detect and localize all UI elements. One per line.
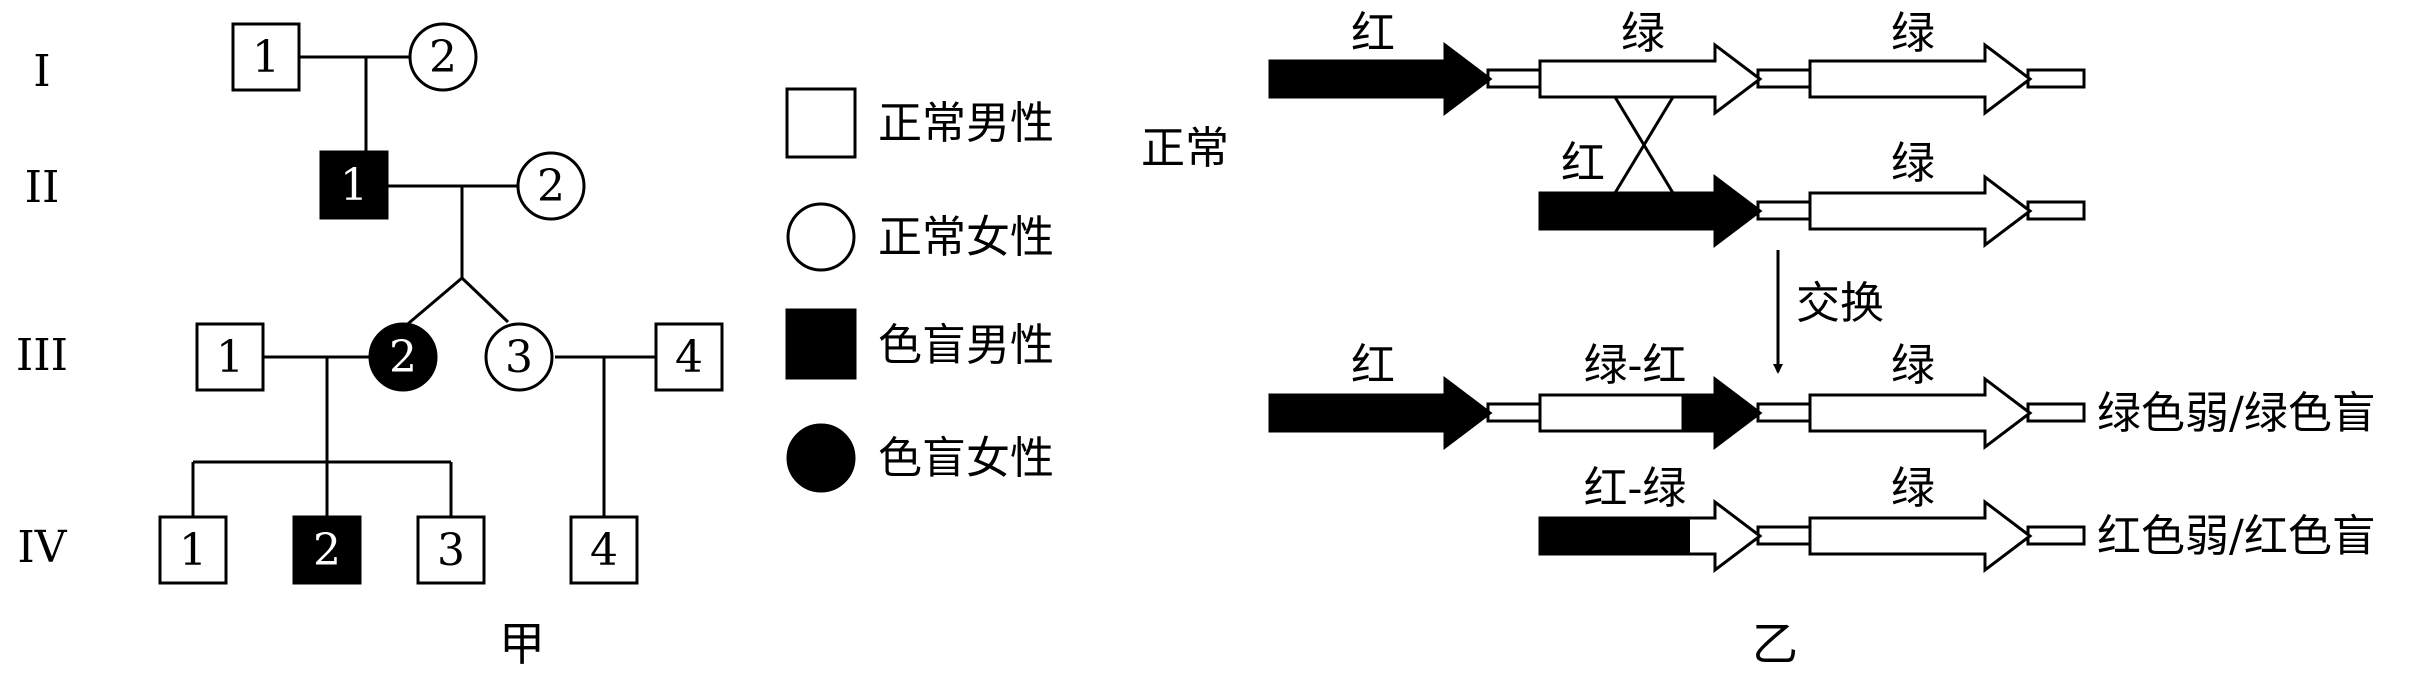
individual-iii-2: 2 [368, 322, 438, 392]
crossover-line [1613, 96, 1675, 194]
legend-item-colorblind-male: 色盲男性 [785, 308, 1054, 380]
gene-label-green: 绿 [1891, 138, 1935, 189]
chromosome-row-1: 红 绿 绿 [1268, 8, 2086, 117]
chromosome-row-2: 红 绿 [1538, 138, 2086, 249]
individual-label: 1 [252, 32, 280, 83]
generation-label-i: I [33, 46, 50, 97]
gene-label-red: 红 [1561, 138, 1605, 189]
individual-iv-3: 3 [416, 515, 486, 585]
individual-i-1: 1 [231, 22, 301, 92]
chromosome-row-4: 红-绿 绿 红色弱/红色盲 [1538, 463, 2376, 574]
green-gene-arrow [1808, 41, 2033, 117]
legend-item-colorblind-female: 色盲女性 [786, 423, 1054, 493]
gene-label-hybrid: 绿-红 [1584, 340, 1687, 391]
pedigree-lines [191, 55, 656, 517]
individual-iii-3: 3 [484, 322, 554, 392]
individual-iv-1: 1 [158, 515, 228, 585]
legend-label: 正常女性 [878, 212, 1054, 263]
hybrid-red-segment [1683, 379, 1760, 447]
red-gene-arrow [1268, 41, 1493, 117]
individual-iv-2: 2 [292, 515, 362, 585]
legend: 正常男性 正常女性 色盲男性 色盲女性 [785, 87, 1054, 493]
green-gene-arrow [1538, 41, 1763, 117]
red-gene-arrow [1538, 173, 1763, 249]
normal-label: 正常 [1141, 123, 1229, 174]
panel-caption-jia: 甲 [499, 617, 545, 671]
individual-label: 4 [590, 525, 618, 576]
green-gene-arrow [1808, 375, 2033, 451]
individual-label: 2 [389, 332, 417, 383]
generation-label-iii: III [16, 330, 68, 381]
individual-label: 3 [505, 332, 533, 383]
individual-iii-1: 1 [195, 322, 265, 392]
individual-label: 4 [675, 332, 703, 383]
generation-label-iv: IV [17, 522, 67, 573]
gene-label-red: 红 [1351, 8, 1395, 59]
individual-label: 3 [437, 525, 465, 576]
legend-item-normal-female: 正常女性 [786, 202, 1054, 272]
legend-label: 色盲男性 [878, 320, 1054, 371]
phenotype-label: 红色弱/红色盲 [2097, 511, 2376, 562]
red-gene-arrow [1268, 375, 1493, 451]
gene-label-hybrid: 红-绿 [1584, 463, 1687, 514]
individual-ii-2: 2 [516, 151, 586, 221]
gene-label-red: 红 [1351, 340, 1395, 391]
legend-label: 色盲女性 [878, 433, 1054, 484]
individual-iv-4: 4 [569, 515, 639, 585]
individual-iii-4: 4 [654, 322, 724, 392]
green-gene-arrow [1808, 498, 2033, 574]
generation-label-ii: II [25, 162, 60, 213]
individual-label: 2 [313, 525, 341, 576]
legend-label: 正常男性 [878, 98, 1054, 149]
individual-ii-1: 1 [319, 150, 389, 220]
gene-label-green: 绿 [1891, 340, 1935, 391]
chromosome-row-3: 红 绿-红 绿 绿色弱/绿色盲 [1268, 340, 2376, 451]
pedigree-panel: I II III IV 1 2 [16, 22, 724, 671]
exchange-label: 交换 [1796, 278, 1884, 329]
panel-caption-yi: 乙 [1752, 617, 1798, 671]
gene-panel: 正常 红 绿 绿 红 绿 交换 [1141, 8, 2376, 671]
individual-label: 2 [537, 161, 565, 212]
legend-item-normal-male: 正常男性 [785, 87, 1054, 159]
individual-i-2: 2 [408, 22, 478, 92]
gene-label-green: 绿 [1891, 8, 1935, 59]
green-gene-arrow [1808, 173, 2033, 249]
gene-label-green: 绿 [1891, 463, 1935, 514]
individual-label: 1 [216, 332, 244, 383]
phenotype-label: 绿色弱/绿色盲 [2097, 388, 2376, 439]
gene-label-green: 绿 [1621, 8, 1665, 59]
individual-label: 1 [340, 160, 368, 211]
hybrid-red-segment [1540, 518, 1690, 554]
individual-label: 1 [179, 525, 207, 576]
individual-label: 2 [429, 32, 457, 83]
